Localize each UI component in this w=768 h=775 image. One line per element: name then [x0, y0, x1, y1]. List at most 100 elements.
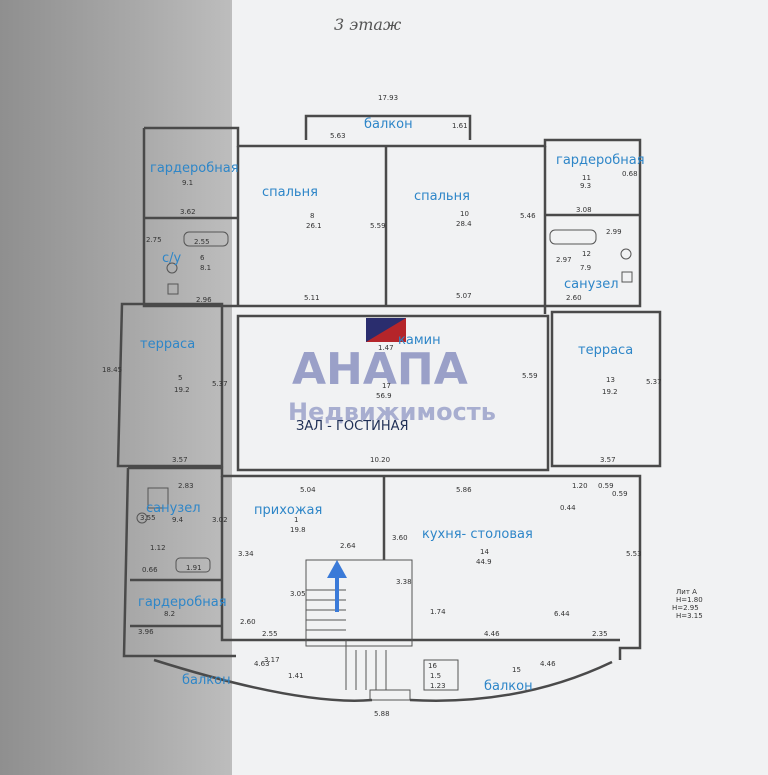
- dim-label: 3.38: [396, 578, 412, 586]
- label-wardrobe-ne: гардеробная: [556, 153, 645, 168]
- dim-label: 5.88: [374, 710, 390, 718]
- dim-label: 2.64: [340, 542, 356, 550]
- dim-label: 3.02: [212, 516, 228, 524]
- dim-label: Н=3.15: [676, 612, 703, 620]
- bathtub-sw: [175, 557, 211, 573]
- dim-label: 2.83: [178, 482, 194, 490]
- north-west-wall: [142, 128, 238, 308]
- dim-label: Лит А: [676, 588, 697, 596]
- north-outer-wall: [144, 126, 642, 314]
- bathtub-wc: [183, 231, 229, 247]
- dim-label: 5.04: [300, 486, 316, 494]
- watermark-tagline: Недвижимость: [288, 398, 496, 426]
- dim-label: 19.2: [174, 386, 190, 394]
- dim-label: 28.4: [456, 220, 472, 228]
- dim-label: 0.44: [560, 504, 576, 512]
- dim-label: 0.59: [598, 482, 614, 490]
- dim-label: 14: [480, 548, 489, 556]
- dim-label: 3.57: [600, 456, 616, 464]
- dim-label: 1.23: [430, 682, 446, 690]
- label-terrace-east: терраса: [578, 343, 633, 358]
- balcony-s-outline: [409, 660, 613, 702]
- dim-label: 3.08: [576, 206, 592, 214]
- dim-label: 3.57: [172, 456, 188, 464]
- dim-label: 2.99: [606, 228, 622, 236]
- dim-label: 5.07: [456, 292, 472, 300]
- dim-label: Н=1.80: [676, 596, 703, 604]
- dim-label: 9.4: [172, 516, 184, 524]
- dim-label: 5.53: [626, 550, 642, 558]
- label-balcony-top: балкон: [364, 117, 413, 132]
- dim-label: 8.2: [164, 610, 175, 618]
- dim-label: 2.75: [146, 236, 162, 244]
- label-balcony-s: балкон: [484, 679, 533, 694]
- dim-label: 4.63: [254, 660, 270, 668]
- label-fireplace: камин: [398, 333, 441, 348]
- bathtub-east: [549, 229, 597, 245]
- dim-label: 2.60: [566, 294, 582, 302]
- dim-label: Н=2.95: [672, 604, 699, 612]
- balcony-top-outline: [304, 114, 472, 140]
- dim-label: 18.45: [102, 366, 122, 374]
- dim-label: 3.05: [290, 590, 306, 598]
- dim-label: 5.59: [370, 222, 386, 230]
- dim-label: 2.97: [556, 256, 572, 264]
- label-living-room: ЗАЛ - ГОСТИНАЯ: [296, 419, 409, 434]
- dim-label: 0.68: [622, 170, 638, 178]
- toilet-east: [620, 248, 632, 260]
- dim-label: 2.55: [262, 630, 278, 638]
- dim-label: 44.9: [476, 558, 492, 566]
- fireplace-icon: [366, 318, 406, 342]
- label-hallway: прихожая: [254, 503, 322, 518]
- dim-label: 26.1: [306, 222, 322, 230]
- toilet-wc: [166, 262, 178, 274]
- dim-label: 1.41: [288, 672, 304, 680]
- label-bedroom-1: спальня: [262, 185, 318, 200]
- dim-label: 8: [310, 212, 314, 220]
- dim-label: 5: [178, 374, 182, 382]
- dim-label: 5.37: [212, 380, 228, 388]
- stair-steps: [306, 589, 387, 690]
- label-bathroom-east: санузел: [564, 277, 619, 292]
- dim-label: 17: [382, 382, 391, 390]
- terrace-west-outline: [116, 302, 224, 468]
- dim-label: 4.46: [540, 660, 556, 668]
- sink-wc: [167, 283, 179, 295]
- label-wardrobe-sw: гардеробная: [138, 595, 227, 610]
- dim-label: 1.20: [572, 482, 588, 490]
- dim-label: 5.63: [330, 132, 346, 140]
- dim-label: 16: [428, 662, 437, 670]
- dim-label: 19.2: [602, 388, 618, 396]
- balcony-sw-outline: [153, 658, 373, 702]
- dimension-labels: 17.93 5.63 1.61 9.1 3.62 8 26.1 5.59 10 …: [102, 94, 703, 718]
- balcony-store: [423, 659, 459, 691]
- floor-title: 3 этаж: [334, 15, 402, 34]
- dim-label: 9.1: [182, 179, 193, 187]
- label-wc: с/у: [162, 251, 182, 266]
- label-bedroom-2: спальня: [414, 189, 470, 204]
- dim-label: 5.37: [646, 378, 662, 386]
- dim-label: 2.96: [196, 296, 212, 304]
- dim-label: 6: [200, 254, 205, 262]
- staircase-outline: [305, 559, 413, 647]
- dim-label: 5.86: [456, 486, 472, 494]
- dim-label: 17.93: [378, 94, 398, 102]
- watermark-brand: АНАПА: [292, 344, 468, 395]
- south-outer-wall: [128, 466, 642, 660]
- sink-east: [621, 271, 633, 283]
- dim-label: 0.66: [142, 566, 158, 574]
- dim-label: 5.11: [304, 294, 320, 302]
- dim-label: 2.60: [240, 618, 256, 626]
- dim-label: 3.34: [238, 550, 254, 558]
- dim-label: 13: [606, 376, 615, 384]
- label-wardrobe-nw: гардеробная: [150, 161, 239, 176]
- toilet-sw: [136, 512, 148, 524]
- dim-label: 5.46: [520, 212, 536, 220]
- dim-label: 5.59: [522, 372, 538, 380]
- dim-label: 1: [294, 516, 298, 524]
- dim-label: 3.60: [392, 534, 408, 542]
- entry-arrow-icon: [327, 560, 347, 612]
- dim-label: 8.1: [200, 264, 211, 272]
- dim-label: 15: [512, 666, 521, 674]
